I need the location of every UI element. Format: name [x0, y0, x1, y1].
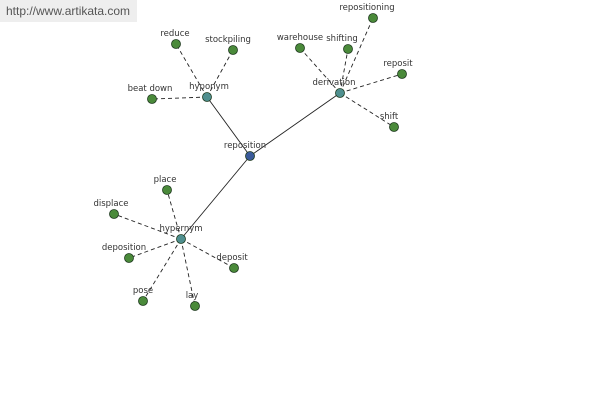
node-circle-repositioning[interactable]: [368, 13, 378, 23]
url-banner[interactable]: http://www.artikata.com: [0, 0, 137, 22]
node-reduce[interactable]: reduce: [160, 29, 190, 49]
node-label-deposition: deposition: [102, 243, 146, 253]
node-warehouse[interactable]: warehouse: [277, 33, 323, 53]
node-repositioning[interactable]: repositioning: [339, 3, 395, 23]
node-circle-deposit[interactable]: [229, 263, 239, 273]
node-circle-lay[interactable]: [190, 301, 200, 311]
node-circle-hyponym[interactable]: [202, 92, 212, 102]
node-label-place: place: [154, 175, 177, 185]
node-label-displace: displace: [93, 199, 128, 209]
node-label-deposit: deposit: [216, 253, 248, 263]
node-circle-stockpiling[interactable]: [228, 45, 238, 55]
edge-reposition-derivation: [249, 92, 341, 157]
node-circle-derivation[interactable]: [335, 88, 345, 98]
node-displace[interactable]: displace: [93, 199, 129, 219]
node-shifting[interactable]: shifting: [326, 34, 358, 54]
edge-hypernym-displace: [113, 213, 182, 240]
node-label-pose: pose: [133, 286, 153, 296]
node-deposition[interactable]: deposition: [102, 243, 146, 263]
edge-hypernym-place: [166, 189, 182, 240]
graph-edges: [113, 17, 403, 307]
edge-hypernym-deposit: [180, 238, 235, 269]
node-circle-warehouse[interactable]: [295, 43, 305, 53]
edge-hyponym-beat-down: [151, 96, 208, 100]
node-label-hypernym: hypernym: [159, 224, 202, 234]
edge-derivation-shifting: [339, 48, 349, 94]
node-hypernym[interactable]: hypernym: [159, 224, 203, 244]
edge-hypernym-deposition: [128, 238, 182, 259]
node-label-beat-down: beat down: [128, 84, 173, 94]
node-shift[interactable]: shift: [380, 112, 399, 132]
node-label-derivation: derivation: [312, 78, 355, 88]
node-derivation[interactable]: derivation: [312, 78, 356, 98]
node-label-shift: shift: [380, 112, 399, 122]
edge-hypernym-pose: [142, 238, 182, 302]
node-label-warehouse: warehouse: [277, 33, 323, 43]
node-circle-reposition[interactable]: [245, 151, 255, 161]
node-label-reposition: reposition: [224, 141, 266, 151]
node-label-hyponym: hyponym: [189, 82, 229, 92]
node-circle-place[interactable]: [162, 185, 172, 195]
edge-hyponym-stockpiling: [206, 49, 234, 98]
node-label-lay: lay: [186, 291, 199, 301]
node-stockpiling[interactable]: stockpiling: [205, 35, 251, 55]
node-reposition[interactable]: reposition: [224, 141, 266, 161]
node-beat-down[interactable]: beat down: [128, 84, 173, 104]
node-place[interactable]: place: [154, 175, 177, 195]
node-label-shifting: shifting: [326, 34, 358, 44]
node-label-reposit: reposit: [383, 59, 413, 69]
edge-reposition-hypernym: [180, 155, 251, 240]
node-circle-reduce[interactable]: [171, 39, 181, 49]
node-circle-shift[interactable]: [389, 122, 399, 132]
edge-hyponym-reduce: [175, 43, 208, 98]
node-hyponym[interactable]: hyponym: [189, 82, 229, 102]
node-pose[interactable]: pose: [133, 286, 153, 306]
node-circle-deposition[interactable]: [124, 253, 134, 263]
node-circle-hypernym[interactable]: [176, 234, 186, 244]
node-circle-reposit[interactable]: [397, 69, 407, 79]
node-circle-displace[interactable]: [109, 209, 119, 219]
edge-hypernym-lay: [180, 238, 196, 307]
node-lay[interactable]: lay: [186, 291, 200, 311]
edge-derivation-warehouse: [299, 47, 341, 94]
graph-nodes: reposition hyponym derivation hypernym reduc…: [93, 3, 413, 311]
edge-reposition-hyponym: [206, 96, 251, 157]
url-link[interactable]: http://www.artikata.com: [6, 4, 131, 18]
node-circle-pose[interactable]: [138, 296, 148, 306]
node-label-stockpiling: stockpiling: [205, 35, 251, 45]
node-label-reduce: reduce: [160, 29, 189, 39]
node-circle-shifting[interactable]: [343, 44, 353, 54]
node-deposit[interactable]: deposit: [216, 253, 248, 273]
node-label-repositioning: repositioning: [339, 3, 394, 13]
node-circle-beat-down[interactable]: [147, 94, 157, 104]
edge-derivation-shift: [339, 92, 395, 128]
edge-derivation-reposit: [339, 73, 403, 94]
node-reposit[interactable]: reposit: [383, 59, 413, 79]
